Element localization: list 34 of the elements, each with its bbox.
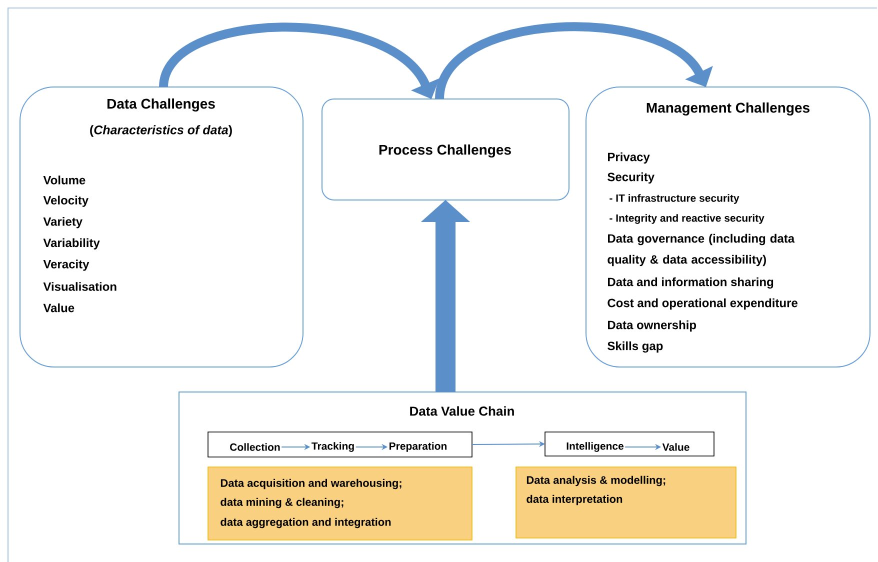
- list-item: Variety: [43, 217, 82, 228]
- step-label: Preparation: [390, 442, 447, 452]
- block-arrow: [435, 22, 713, 100]
- heading: Data Value Chain: [410, 406, 514, 416]
- step-label: Value: [662, 443, 690, 451]
- list-item: Cost and operational expenditure: [608, 298, 798, 310]
- text-line: data mining & cleaning;: [220, 498, 344, 508]
- list-item: Volume: [43, 176, 86, 184]
- subheading: (Characteristics of data): [90, 125, 232, 137]
- list-item: - IT infrastructure security: [610, 194, 740, 204]
- list-item: - Integrity and reactive security: [610, 214, 764, 224]
- list-item: Velocity: [43, 196, 88, 207]
- list-item: Privacy: [608, 152, 650, 164]
- chain-box: [208, 432, 472, 458]
- list-item: Skills gap: [608, 341, 663, 353]
- heading: Management Challenges: [646, 102, 810, 116]
- list-item: Security: [608, 172, 654, 184]
- heading: Data Challenges: [108, 98, 215, 112]
- list-item: Data governance (including data quality & data accessibility): [608, 234, 795, 266]
- step-label: Intelligence: [566, 442, 624, 452]
- step-label: Tracking: [312, 442, 354, 452]
- list-item: Data ownership: [608, 320, 696, 332]
- list-item: Variability: [43, 238, 100, 250]
- step-label: Collection: [230, 443, 280, 451]
- list-item: Veracity: [43, 260, 90, 271]
- heading: Process Challenges: [379, 144, 511, 158]
- text-line: data aggregation and integration: [220, 518, 391, 528]
- chain-box: [544, 432, 714, 456]
- list-item: Data and information sharing: [608, 277, 774, 289]
- text-line: data interpretation: [526, 494, 622, 506]
- text-line: Data analysis & modelling;: [526, 476, 666, 486]
- list-item: Visualisation: [43, 282, 116, 291]
- list-item: Value: [43, 303, 74, 312]
- text-line: Data acquisition and warehousing;: [220, 478, 402, 490]
